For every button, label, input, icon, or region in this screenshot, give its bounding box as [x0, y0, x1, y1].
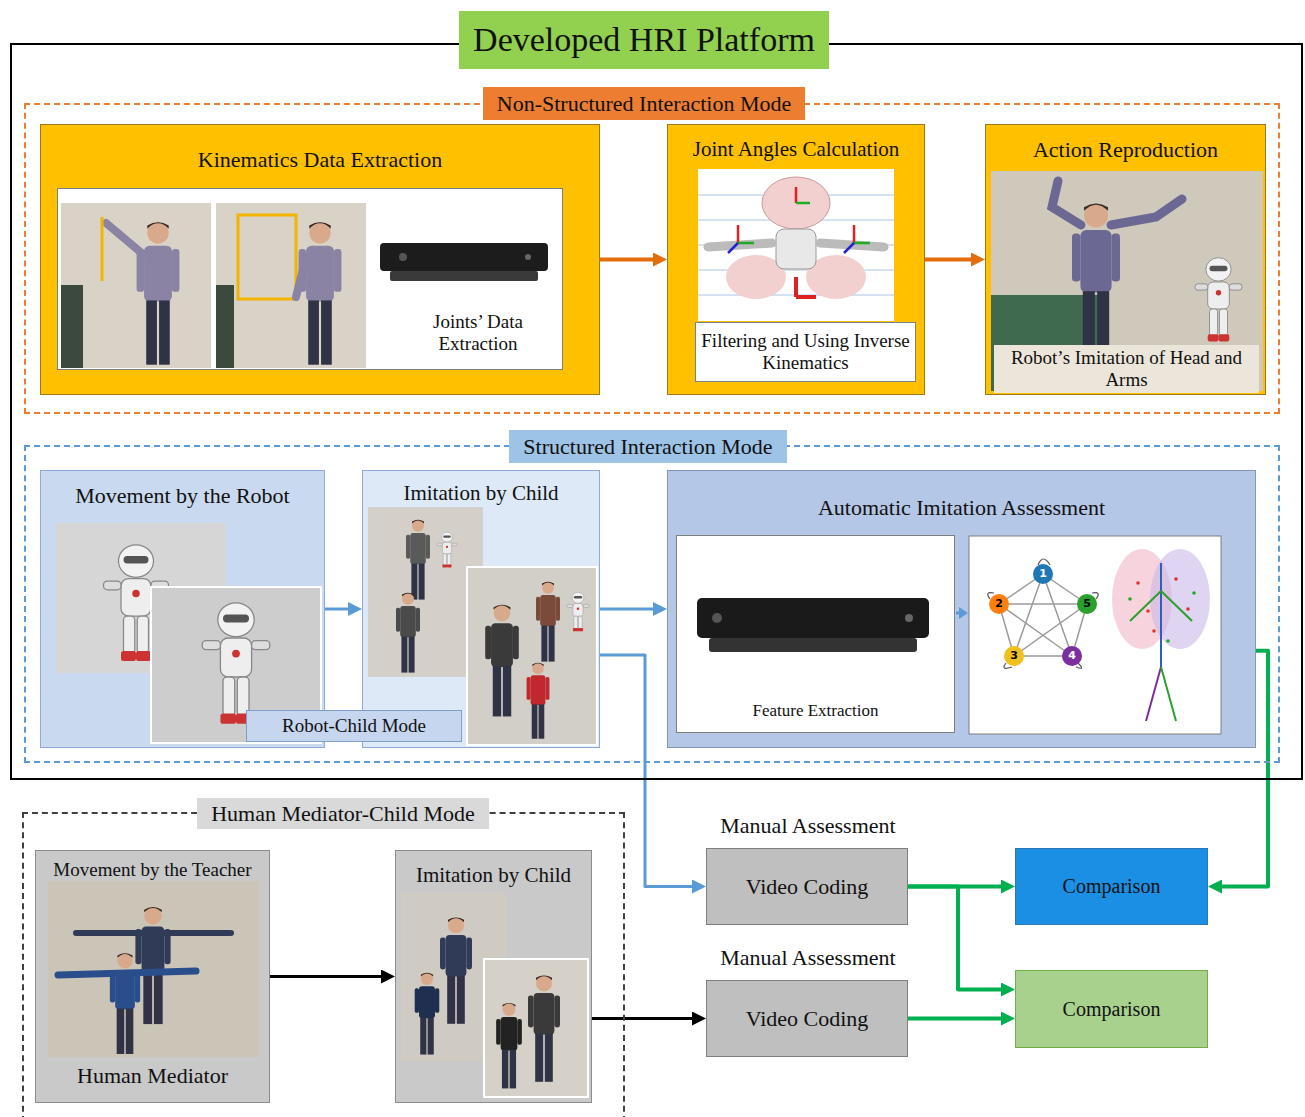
mode-region: Human Mediator-Child Mode Movement by th…	[22, 812, 625, 1117]
connector-arrow	[600, 258, 660, 262]
mode-title: Human Mediator-Child Mode	[197, 798, 489, 829]
text-slot: Joints’ Data Extraction	[396, 309, 560, 357]
text-slot: Movement by the Teacher	[40, 859, 265, 881]
connector-arrow	[908, 1017, 1008, 1021]
mode-title: Non-Structured Interaction Mode	[483, 87, 805, 120]
text-slot: Comparison	[1020, 971, 1203, 1047]
text-slot: Robot-Child Mode	[251, 711, 457, 741]
text-slot: Joint Angles Calculation	[672, 137, 920, 161]
photo-illustration	[363, 471, 601, 749]
connector-arrow	[270, 975, 388, 978]
image-panel: Joints’ Data Extraction	[57, 188, 563, 370]
comparison-box: Comparison	[1015, 970, 1208, 1048]
box-label: Joints’ Data Extraction	[396, 309, 560, 357]
process-box: Imitation by Child	[395, 850, 592, 1103]
text-slot: Human Mediator	[40, 1063, 265, 1088]
box-label: Video Coding	[746, 874, 869, 899]
text-slot: Movement by the Robot	[45, 483, 320, 508]
mode-title: Structured Interaction Mode	[509, 430, 786, 463]
box-label: Action Reproduction	[990, 137, 1261, 162]
box-label: Comparison	[1063, 875, 1161, 898]
text-slot: Filtering and Using Inverse Kinematics	[700, 323, 911, 381]
text-slot: 5	[1078, 595, 1096, 613]
platform-title: Developed HRI Platform	[459, 11, 829, 69]
text-slot: Comparison	[1020, 849, 1203, 924]
assessment-box: Manual AssessmentVideo Coding	[706, 980, 908, 1057]
text-slot: Action Reproduction	[990, 137, 1261, 162]
box-label: Movement by the Robot	[45, 483, 320, 508]
connector-arrow	[925, 258, 978, 262]
box-label: Filtering and Using Inverse Kinematics	[700, 330, 911, 374]
mode-tag: Robot-Child Mode	[246, 710, 462, 742]
mode-region: Structured Interaction Mode Movement by …	[24, 445, 1280, 763]
callout-number: 4	[1068, 650, 1076, 663]
text-slot: Kinematics Data Extraction	[45, 147, 595, 172]
text-slot: Automatic Imitation Assessment	[672, 495, 1251, 520]
text-slot: Non-Structured Interaction Mode	[483, 87, 805, 120]
text-slot: Imitation by Child	[367, 481, 595, 505]
image-panel: Feature Extraction	[676, 535, 955, 733]
mode-region: Non-Structured Interaction ModeKinematic…	[24, 103, 1280, 414]
text-slot: 4	[1063, 647, 1081, 665]
box-label: Kinematics Data Extraction	[45, 147, 595, 172]
box-label: Comparison	[1063, 998, 1161, 1021]
platform-frame: Developed HRI PlatformNon-Structured Int…	[10, 43, 1303, 780]
connector-arrow	[908, 887, 1008, 990]
text-slot: Video Coding	[711, 981, 903, 1056]
callout-number: 3	[1010, 650, 1018, 663]
text-slot: 2	[990, 595, 1008, 613]
text-slot: Developed HRI Platform	[459, 11, 829, 69]
box-label: Video Coding	[746, 1006, 869, 1031]
process-box: Movement by the TeacherHuman Mediator	[35, 850, 270, 1103]
connector-arrow	[592, 1017, 699, 1020]
box-label: Movement by the Teacher	[40, 859, 265, 881]
box-label: Human Mediator	[40, 1063, 265, 1088]
text-slot: Video Coding	[711, 849, 903, 924]
process-box: Imitation by Child	[362, 470, 600, 748]
process-box: Action ReproductionRobot’s Imitation of …	[985, 124, 1266, 395]
connector-arrow	[325, 608, 355, 611]
connector-arrow	[600, 608, 660, 611]
text-slot: Robot’s Imitation of Head and Arms	[994, 345, 1259, 393]
box-heading: Manual Assessment	[687, 813, 929, 838]
callout-number: 1	[1039, 568, 1047, 581]
callout-number: 5	[1083, 598, 1091, 611]
process-box: Kinematics Data Extraction Joints’ Data …	[40, 124, 600, 395]
caption-box: Filtering and Using Inverse Kinematics	[695, 322, 916, 382]
box-label: Feature Extraction	[681, 701, 950, 721]
callout-number: 2	[995, 598, 1003, 611]
text-slot: 3	[1005, 647, 1023, 665]
box-label: Robot-Child Mode	[282, 715, 426, 737]
comparison-box: Comparison	[1015, 848, 1208, 925]
box-label: Automatic Imitation Assessment	[672, 495, 1251, 520]
text-slot: Imitation by Child	[400, 863, 587, 887]
photo-illustration	[396, 851, 593, 1104]
text-slot: Feature Extraction	[681, 701, 950, 721]
process-box: Joint Angles CalculationFiltering and Us…	[667, 124, 925, 395]
box-label: Joint Angles Calculation	[672, 137, 920, 161]
text-slot: Manual Assessment	[687, 813, 929, 838]
box-label: Imitation by Child	[400, 863, 587, 887]
text-slot: Structured Interaction Mode	[509, 430, 786, 463]
process-box: Automatic Imitation Assessment Feature E…	[667, 470, 1256, 748]
text-slot: 1	[1034, 565, 1052, 583]
text-slot: Human Mediator-Child Mode	[197, 798, 489, 829]
box-label: Imitation by Child	[367, 481, 595, 505]
box-label: Robot’s Imitation of Head and Arms	[994, 345, 1259, 393]
text-slot: Manual Assessment	[687, 945, 929, 970]
process-box: Movement by the Robot	[40, 470, 325, 748]
assessment-box: Manual AssessmentVideo Coding	[706, 848, 908, 925]
photo-illustration	[41, 471, 326, 749]
box-heading: Manual Assessment	[687, 945, 929, 970]
